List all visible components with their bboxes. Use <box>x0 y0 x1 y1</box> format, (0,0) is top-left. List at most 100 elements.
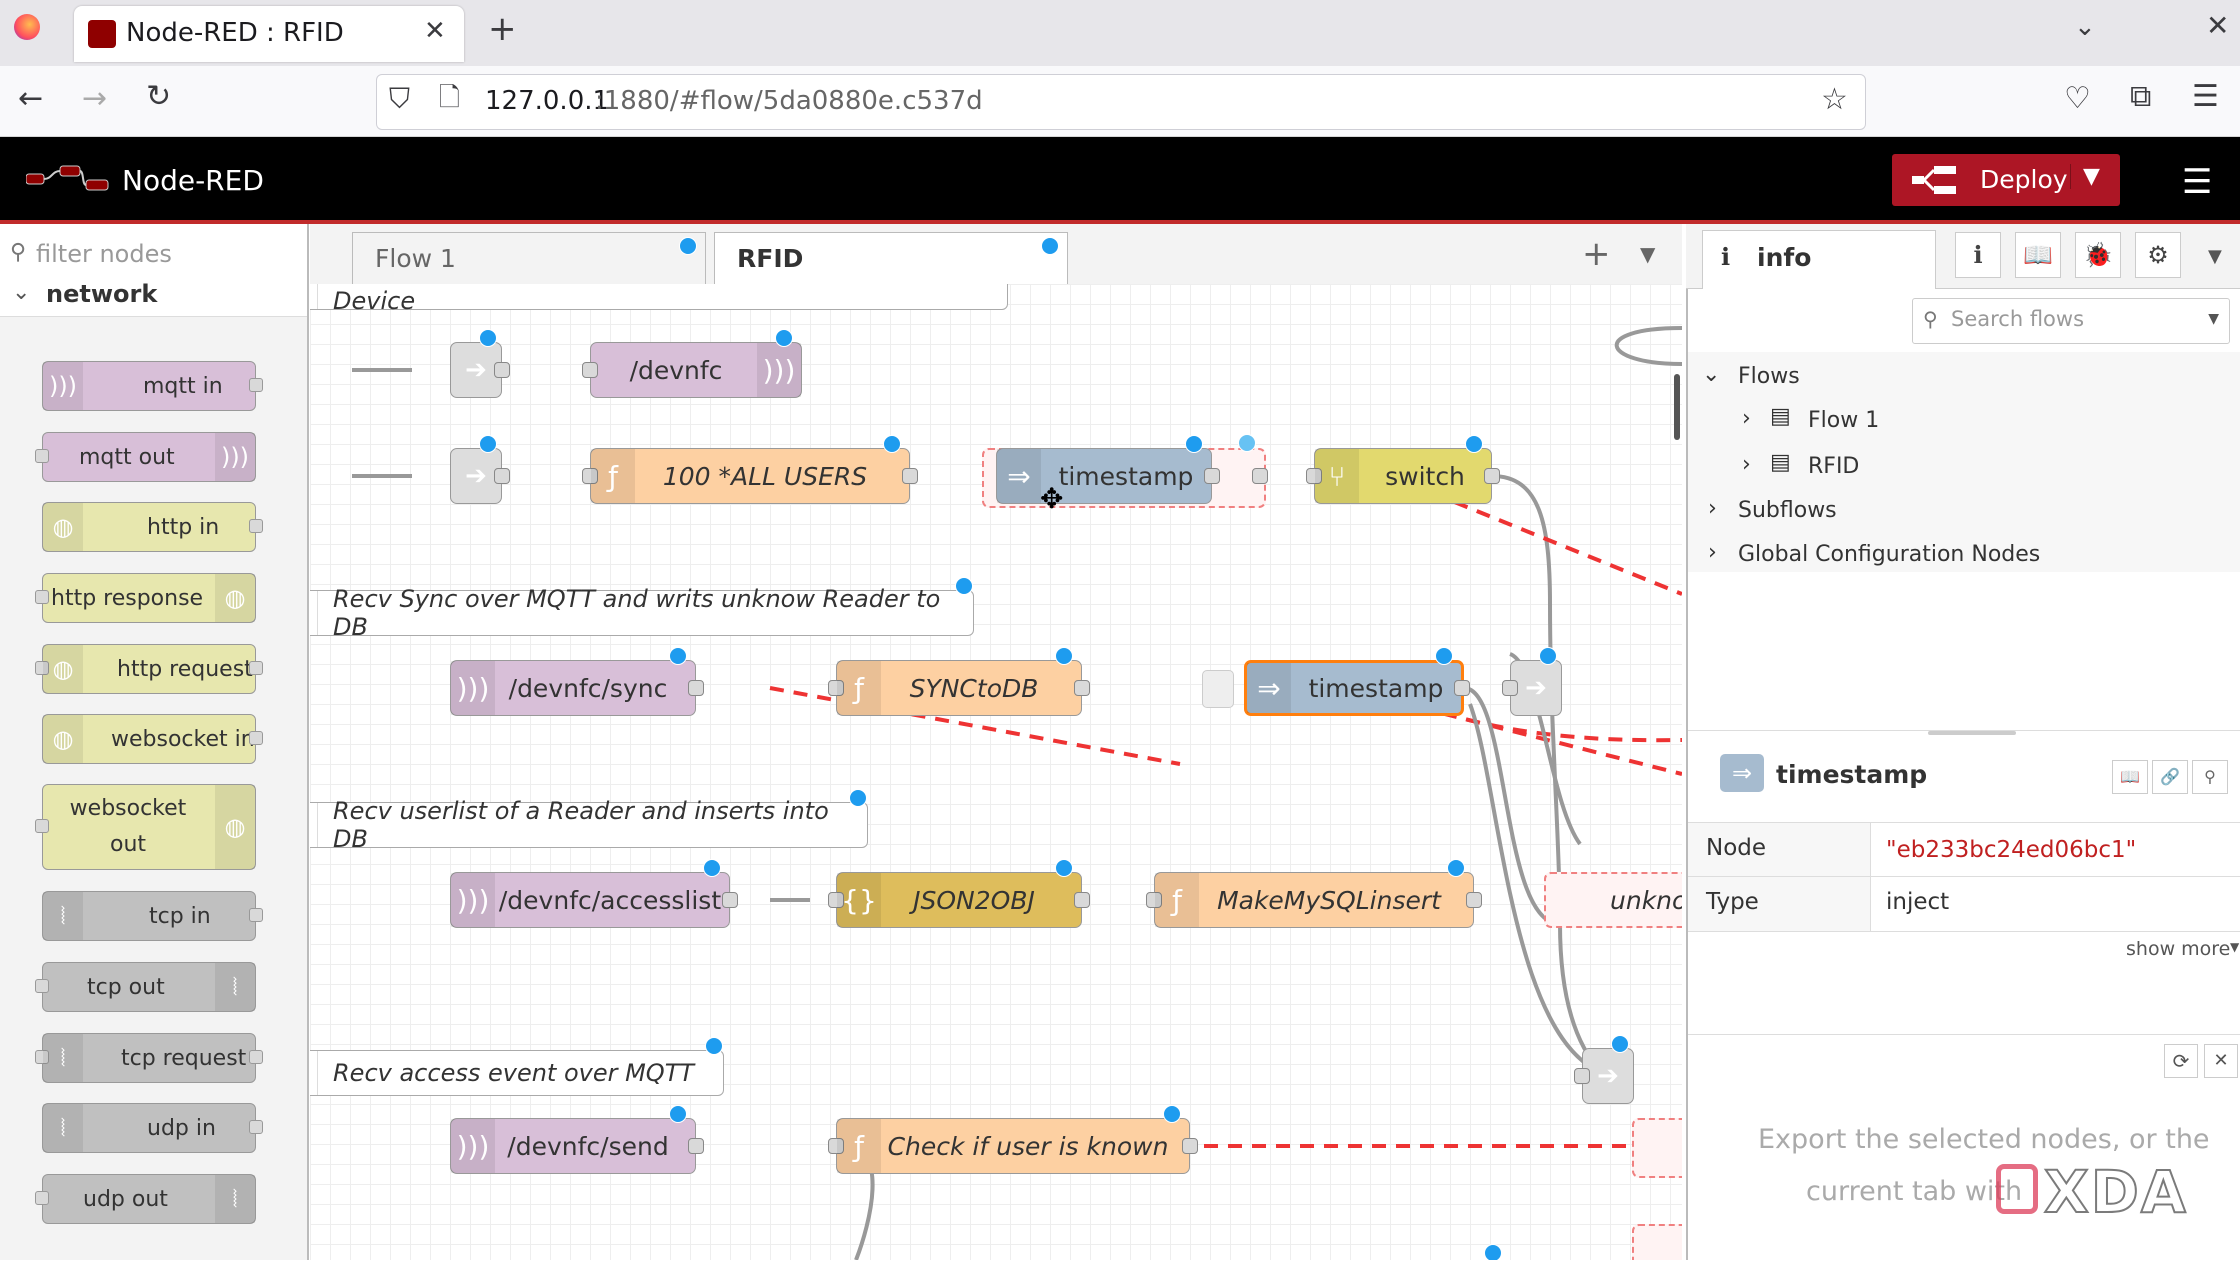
menu-icon[interactable]: ☰ <box>2192 79 2219 114</box>
close-icon[interactable]: ✕ <box>2204 1044 2238 1078</box>
palette-node-udp-in[interactable]: ⦚ udp in <box>42 1103 263 1153</box>
input-port[interactable] <box>1306 468 1322 484</box>
switch-node[interactable]: ⑂ switch <box>1306 435 1500 504</box>
chevron-down-icon[interactable]: ▼ <box>2208 311 2219 327</box>
output-port[interactable] <box>1182 1138 1198 1154</box>
extensions-icon[interactable]: ⧉ <box>2130 79 2152 114</box>
input-port[interactable] <box>35 449 49 463</box>
chevron-right-icon[interactable]: › <box>1708 540 1717 565</box>
function-check-user[interactable]: ƒ Check if user is known <box>828 1105 1198 1174</box>
offscreen-node-2[interactable] <box>1632 1224 1682 1260</box>
palette-node-http-response[interactable]: http response ◍ <box>35 573 256 623</box>
reload-icon[interactable]: ↻ <box>146 79 172 114</box>
input-port[interactable] <box>1502 680 1518 696</box>
palette-filter-input[interactable]: filter nodes <box>36 240 172 268</box>
json-json2obj[interactable]: {} JSON2OBJ <box>828 859 1090 928</box>
workspace-scrollbar[interactable] <box>1674 374 1680 440</box>
input-port[interactable] <box>35 661 49 675</box>
chevron-down-icon[interactable]: ⌄ <box>1702 362 1721 387</box>
input-port[interactable] <box>35 979 49 993</box>
input-port[interactable] <box>35 590 49 604</box>
output-port[interactable] <box>688 680 704 696</box>
chevron-right-icon[interactable]: › <box>1708 496 1717 521</box>
deploy-button[interactable]: Deploy ▼ <box>1892 154 2120 206</box>
palette-node-tcp-in[interactable]: ⦚ tcp in <box>42 891 263 941</box>
bookmark-star-icon[interactable]: ☆ <box>1821 82 1848 117</box>
offscreen-node-1[interactable] <box>1632 1118 1682 1178</box>
chevron-right-icon[interactable]: › <box>1742 406 1751 431</box>
mqtt-in-devnfc-accesslist[interactable]: ))) /devnfc/accesslist <box>450 859 738 928</box>
link-icon[interactable]: 🔗 <box>2152 760 2188 794</box>
palette-node-mqtt-out[interactable]: mqtt out ))) <box>35 432 256 482</box>
input-port[interactable] <box>35 1050 49 1064</box>
unknown-node[interactable]: unkno <box>1544 872 1682 928</box>
input-port[interactable] <box>582 362 598 378</box>
url-bar[interactable]: ⛉ 🗋 127.0.0.1 :1880/#flow/5da0880e.c537d… <box>376 74 1866 130</box>
sidebar-info-button[interactable]: ℹ <box>1955 232 2001 278</box>
mqtt-in-devnfc-sync[interactable]: ))) /devnfc/sync <box>450 647 704 716</box>
sidebar-tab-info[interactable]: ℹ info <box>1702 230 1936 289</box>
comment-recv-userlist[interactable]: 💬 Recv userlist of a Reader and inserts … <box>310 789 868 853</box>
mqtt-in-devnfc-send[interactable]: ))) /devnfc/send <box>450 1105 704 1174</box>
output-port[interactable] <box>494 468 510 484</box>
output-port[interactable] <box>1454 680 1470 696</box>
window-close-icon[interactable]: ✕ <box>2206 9 2230 42</box>
output-port[interactable] <box>249 661 263 675</box>
close-tab-icon[interactable]: ✕ <box>424 16 446 46</box>
tab-list-chevron-icon[interactable]: ⌄ <box>2074 12 2096 42</box>
output-port[interactable] <box>1074 680 1090 696</box>
palette-node-udp-out[interactable]: udp out ⦚ <box>35 1174 256 1224</box>
function-makemysqlinsert[interactable]: ƒ MakeMySQLinsert <box>1146 859 1482 928</box>
palette-node-tcp-request[interactable]: ⦚ tcp request <box>35 1033 263 1083</box>
main-menu-icon[interactable]: ☰ <box>2182 162 2213 202</box>
tab-flow-1[interactable]: Flow 1 <box>352 232 706 284</box>
palette-node-mqtt-in[interactable]: ))) mqtt in <box>42 361 263 411</box>
palette-node-websocket-in[interactable]: ◍ websocket in <box>42 714 263 764</box>
input-port[interactable] <box>828 1138 844 1154</box>
pocket-icon[interactable]: ♡ <box>2064 81 2091 116</box>
tree-flows[interactable]: Flows <box>1738 364 1800 389</box>
link-out-node-2[interactable]: ➔ <box>1574 1035 1634 1104</box>
palette-node-http-request[interactable]: ◍ http request <box>35 644 263 694</box>
link-in-node-1[interactable]: ➔ <box>450 329 510 398</box>
search-flows-input[interactable]: ⚲ Search flows ▼ <box>1912 298 2230 344</box>
palette-category-header[interactable]: ⌄ network <box>0 276 307 317</box>
comment-recv-access[interactable]: 💬 Recv access event over MQTT <box>310 1037 724 1096</box>
tree-rfid[interactable]: RFID <box>1808 454 1860 479</box>
output-port[interactable] <box>249 1050 263 1064</box>
tree-flow-1[interactable]: Flow 1 <box>1808 408 1880 433</box>
output-port[interactable] <box>902 468 918 484</box>
input-port[interactable] <box>582 468 598 484</box>
output-port[interactable] <box>249 908 263 922</box>
output-port[interactable] <box>249 1120 263 1134</box>
forward-icon[interactable]: → <box>82 81 108 116</box>
link-out-node-1[interactable]: ➔ <box>1502 647 1562 716</box>
output-port[interactable] <box>722 892 738 908</box>
inject-timestamp-1[interactable]: ⇒ timestamp <box>996 435 1220 504</box>
search-icon[interactable]: ⚲ <box>2192 760 2228 794</box>
sidebar-help-button[interactable]: 📖 <box>2015 232 2061 278</box>
book-icon[interactable]: 📖 <box>2112 760 2148 794</box>
new-tab-icon[interactable]: + <box>488 9 517 49</box>
tree-global-config[interactable]: Global Configuration Nodes <box>1738 542 2041 567</box>
workspace-canvas[interactable]: 💬 Iterates over user and sends them over… <box>310 284 1682 1260</box>
flow-list-dropdown-icon[interactable]: ▼ <box>1640 242 1656 266</box>
deploy-dropdown-icon[interactable]: ▼ <box>2070 164 2100 189</box>
output-port[interactable] <box>494 362 510 378</box>
output-port[interactable] <box>1074 892 1090 908</box>
input-port[interactable] <box>828 680 844 696</box>
output-port[interactable] <box>1466 892 1482 908</box>
palette-node-tcp-out[interactable]: tcp out ⦚ <box>35 962 256 1012</box>
comment-recv-sync[interactable]: 💬 Recv Sync over MQTT and writs unknow R… <box>310 577 974 641</box>
palette-node-websocket-out[interactable]: websocket out ◍ <box>35 784 256 870</box>
input-port[interactable] <box>1574 1068 1590 1084</box>
add-flow-icon[interactable]: + <box>1582 234 1611 274</box>
browser-tab-active[interactable]: Node-RED : RFID ✕ <box>74 6 464 62</box>
back-icon[interactable]: ← <box>18 81 44 116</box>
inject-timestamp-2[interactable]: ⇒ timestamp <box>1244 647 1470 716</box>
tree-subflows[interactable]: Subflows <box>1738 498 1837 523</box>
sidebar-splitter[interactable] <box>1688 730 2240 735</box>
output-port[interactable] <box>1252 468 1268 484</box>
input-port[interactable] <box>35 819 49 833</box>
input-port[interactable] <box>1146 892 1162 908</box>
